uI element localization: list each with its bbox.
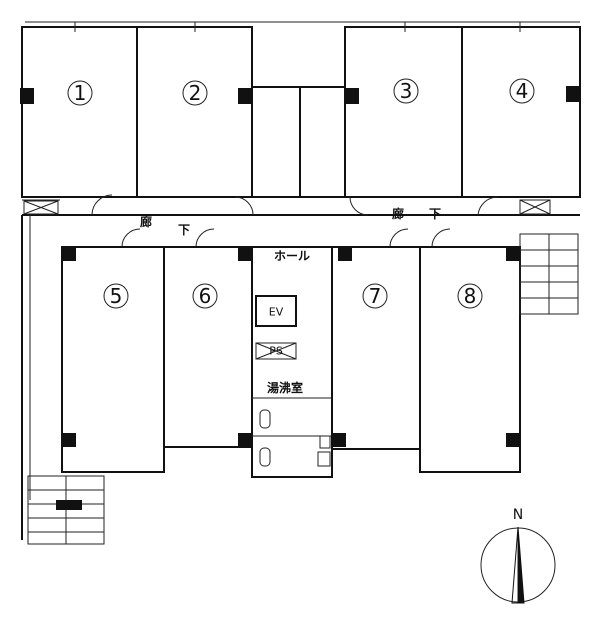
ps-label: PS [269,345,283,358]
corridor [22,194,580,248]
hall-label: ホール [274,249,310,263]
corridor-right-char-2: 下 [429,207,441,221]
kitchen-label: 湯沸室 [267,380,303,395]
room-label-4: 4 [516,79,529,103]
north-label: N [513,507,523,523]
top-columns [20,86,580,104]
room-labels: 1 2 3 4 5 6 7 8 [67,78,535,309]
room-label-3: 3 [400,79,413,103]
room-label-6: 6 [199,284,212,308]
room-label-1: 1 [74,81,87,105]
corridor-left-char-1: 廊 [140,214,152,229]
ev-label: EV [269,306,284,319]
room-label-5: 5 [110,284,123,308]
area-labels: 廊 下 廊 下 ホール EV PS 湯沸室 [140,206,441,395]
corridor-left-char-2: 下 [178,223,190,237]
room-label-2: 2 [189,81,202,105]
north-arrow: N [480,507,556,604]
corridor-right-char-1: 廊 [392,206,404,221]
top-wing [21,21,581,198]
room-label-8: 8 [464,284,477,308]
room-label-7: 7 [369,284,382,308]
bottom-columns [56,247,520,510]
bottom-wing [21,215,579,545]
